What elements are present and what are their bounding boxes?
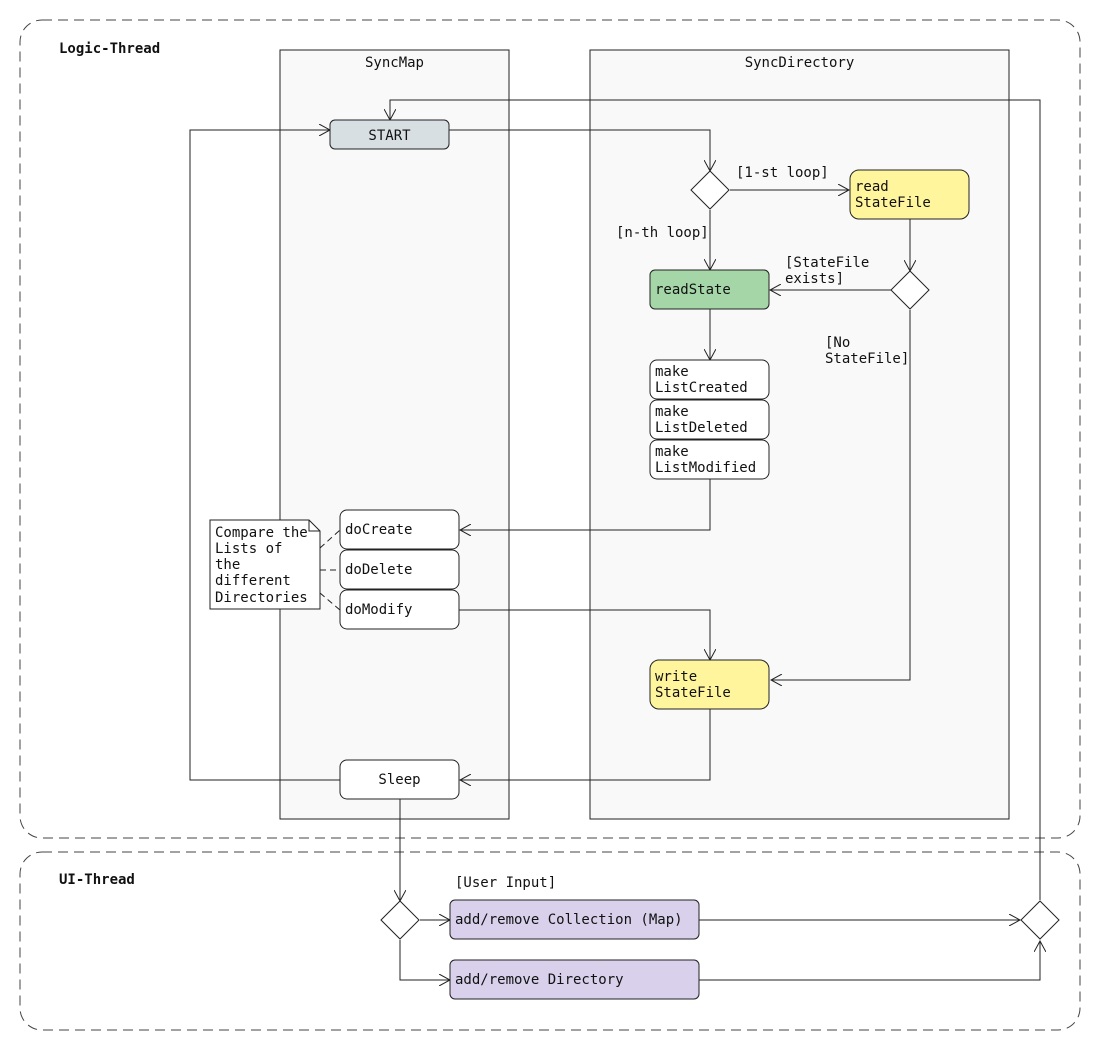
edge-merge-to-start <box>390 99 1041 900</box>
sleep-node: Sleep <box>339 759 460 800</box>
start-node: START <box>329 119 450 150</box>
note-line3: the <box>215 557 240 573</box>
sleep-box <box>339 759 460 800</box>
edge-no-statefile <box>771 310 911 680</box>
write-statefile-box <box>649 659 770 710</box>
domodify-box <box>339 589 460 630</box>
ui-thread-label: UI-Thread <box>59 872 135 888</box>
guard-nth-loop: [n-th loop] <box>616 225 709 241</box>
domodify-node: doModify <box>339 589 460 630</box>
add-collection-label: add/remove Collection (Map) <box>455 912 683 928</box>
read-statefile-box <box>849 169 970 220</box>
dodelete-label: doDelete <box>345 562 412 578</box>
edge-writestatefile-to-sleep <box>460 709 711 780</box>
dodelete-box <box>339 549 460 590</box>
readstate-node: readState <box>649 269 770 310</box>
note-box <box>209 519 321 610</box>
syncmap-lane-title: SyncMap <box>365 55 424 71</box>
readstate-box <box>649 269 770 310</box>
add-collection-box <box>449 899 700 940</box>
edge-start-to-decision <box>449 129 710 171</box>
make-listdeleted-line2: ListDeleted <box>655 420 748 436</box>
merge-diamond <box>1020 900 1060 940</box>
make-listmodified-line2: ListModified <box>655 460 756 476</box>
readstate-label: readState <box>655 282 731 298</box>
docreate-label: doCreate <box>345 522 412 538</box>
edge-make-to-docreate <box>460 479 711 530</box>
add-collection-node: add/remove Collection (Map) <box>449 899 700 940</box>
make-listdeleted-line1: make <box>655 404 689 420</box>
sleep-label: Sleep <box>378 772 420 788</box>
docreate-box <box>339 509 460 550</box>
guard-statefile-exists-line1: [StateFile <box>785 255 869 271</box>
note-link-domodify <box>319 592 341 611</box>
dodelete-node: doDelete <box>339 549 460 590</box>
make-listcreated-line2: ListCreated <box>655 380 748 396</box>
add-directory-box <box>449 959 700 1000</box>
edge-sleep-to-start <box>189 130 340 781</box>
write-statefile-line2: StateFile <box>655 685 731 701</box>
syncmap-lane <box>279 49 510 820</box>
make-listmodified-box <box>649 439 770 480</box>
docreate-node: doCreate <box>339 509 460 550</box>
decision-statefile-diamond <box>890 270 930 310</box>
compare-lists-note: Compare the Lists of the different Direc… <box>209 519 321 610</box>
logic-thread-frame <box>19 19 1081 839</box>
add-directory-node: add/remove Directory <box>449 959 700 1000</box>
domodify-label: doModify <box>345 602 412 618</box>
note-link-docreate <box>319 529 341 549</box>
make-listmodified-node: make ListModified <box>649 439 770 480</box>
edge-add-directory-to-merge <box>699 941 1040 981</box>
decision-loop-diamond <box>690 170 730 210</box>
make-listmodified-line1: make <box>655 444 689 460</box>
edge-domodify-to-writestatefile <box>459 609 710 660</box>
add-directory-label: add/remove Directory <box>455 972 624 988</box>
guard-first-loop: [1-st loop] <box>736 165 829 181</box>
make-listcreated-line1: make <box>655 364 689 380</box>
guard-statefile-exists-line2: exists] <box>785 271 844 287</box>
read-statefile-line1: read <box>855 179 889 195</box>
guard-no-statefile-line1: [No <box>825 335 850 351</box>
edge-to-add-directory <box>399 940 450 980</box>
write-statefile-node: write StateFile <box>649 659 770 710</box>
guard-user-input: [User Input] <box>455 875 556 891</box>
note-line2: Lists of <box>215 541 282 557</box>
make-listdeleted-box <box>649 399 770 440</box>
make-listcreated-box <box>649 359 770 400</box>
make-listcreated-node: make ListCreated <box>649 359 770 400</box>
note-line1: Compare the <box>215 525 308 541</box>
ui-thread-frame <box>19 851 1081 1031</box>
read-statefile-line2: StateFile <box>855 195 931 211</box>
syncdirectory-lane-title: SyncDirectory <box>745 55 855 71</box>
logic-thread-label: Logic-Thread <box>59 41 160 57</box>
start-node-box <box>329 119 450 150</box>
note-line5: Directories <box>215 590 308 606</box>
note-line4: different <box>215 573 291 589</box>
decision-user-input-diamond <box>380 900 420 940</box>
start-node-label: START <box>368 128 411 144</box>
note-fold <box>308 520 320 532</box>
guard-no-statefile-line2: StateFile] <box>825 351 909 367</box>
write-statefile-line1: write <box>655 669 697 685</box>
make-listdeleted-node: make ListDeleted <box>649 399 770 440</box>
read-statefile-node: read StateFile <box>849 169 970 220</box>
